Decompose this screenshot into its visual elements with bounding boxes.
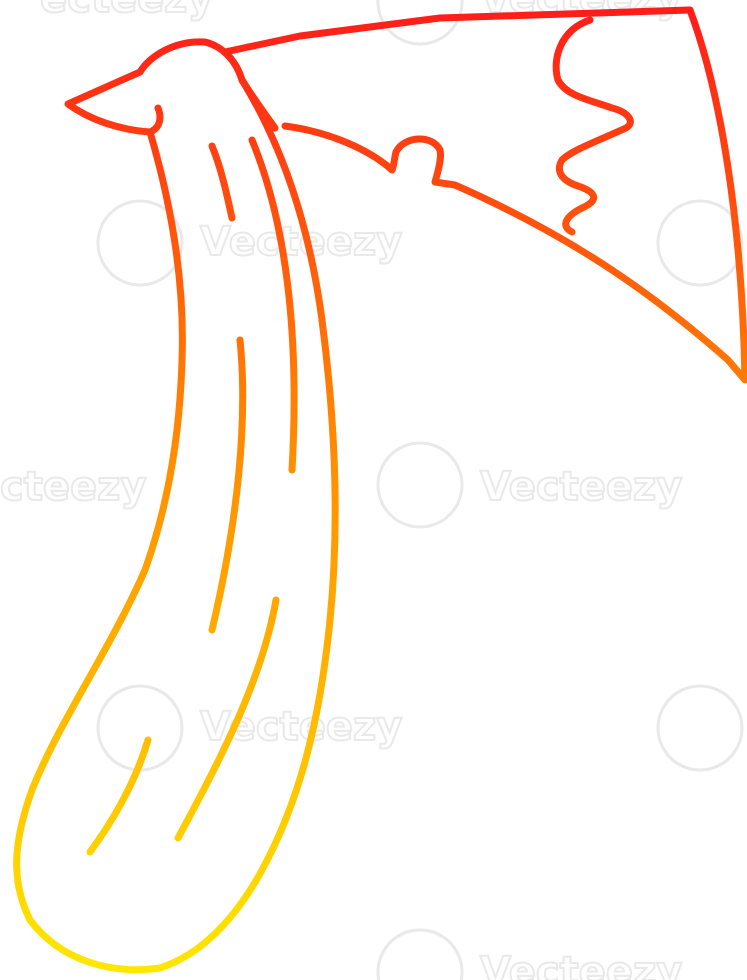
watermark-row-3: cteezy Vecteezy: [0, 441, 683, 529]
watermark-text: cteezy: [0, 464, 146, 510]
handle-top-tip: [64, 68, 164, 136]
handle-grain-line: [208, 142, 236, 222]
handle-grain-line: [86, 736, 152, 856]
watermark-logo-icon: [656, 199, 744, 287]
watermark-row-4: Vecteezy: [96, 684, 744, 772]
handle-right-edge: [156, 76, 339, 972]
handle-grain-line: [248, 136, 298, 474]
watermark-row-5: Vecteezy: [376, 928, 683, 980]
axe-icon: [13, 6, 747, 974]
handle-grain-line: [208, 336, 247, 634]
watermark-text: Vecteezy: [480, 464, 682, 510]
watermark-logo-icon: [656, 684, 744, 772]
watermark-logo-icon: [376, 0, 464, 46]
watermark-logo-icon: [376, 441, 464, 529]
handle-left-edge: [13, 128, 186, 974]
handle-grain-line: [174, 596, 280, 842]
watermark-text: ecteezy: [40, 0, 214, 22]
blade-edge-highlight: [552, 16, 634, 236]
watermark-logo-icon: [96, 199, 184, 287]
watermark-logo-icon: [376, 928, 464, 980]
watermark-text: Vecteezy: [480, 949, 682, 980]
watermark-row-2: Vecteezy: [96, 199, 744, 287]
axe-blade: [221, 6, 747, 384]
